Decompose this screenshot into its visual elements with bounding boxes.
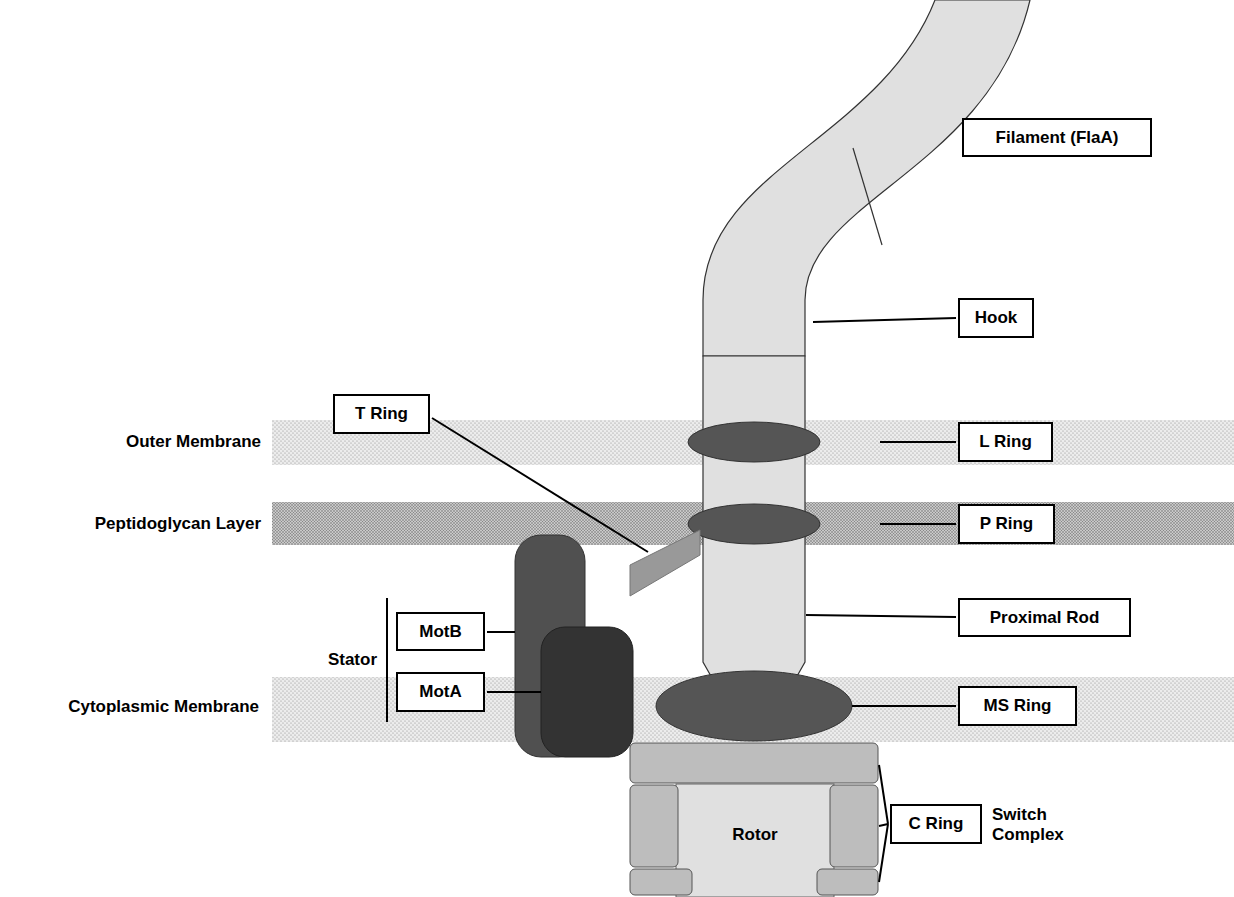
part-name: Proximal Rod [990,608,1100,628]
leader-line [806,615,956,617]
leader-line [487,631,515,633]
leader-line [880,441,956,443]
group-label: Stator [328,650,377,670]
part-name: MotB [419,622,461,642]
leader-line [879,765,888,824]
part-name: T Ring [355,404,408,424]
mota-protein [541,627,633,757]
part-label-box: P Ring [958,504,1055,544]
part-label-box: Filament (FlaA) [962,118,1152,157]
group-label: Switch Complex [992,805,1072,845]
c-ring-bottom-left [630,869,692,895]
hook-filament-junction [853,148,882,245]
t-ring [630,530,700,596]
leader-line [487,691,541,693]
ms-ring [656,671,852,741]
leader-line [879,824,888,826]
part-name: Rotor [732,825,777,845]
c-ring-top [630,743,878,783]
leader-line [813,318,956,322]
layer-label: Peptidoglycan Layer [95,514,261,534]
part-name: MotA [419,682,461,702]
rotor-core [676,784,834,897]
part-name: MS Ring [984,696,1052,716]
part-name: P Ring [980,514,1034,534]
part-label-box: MS Ring [958,686,1077,726]
c-ring-left [630,785,678,867]
part-label-box: MotA [396,672,485,712]
part-label-box: T Ring [333,394,430,434]
stator-bracket [386,598,388,722]
peptidoglycan-layer [272,502,1234,545]
part-label-box: C Ring [890,804,982,844]
part-name: Hook [975,308,1018,328]
part-name: L Ring [979,432,1032,452]
leader-line [852,705,956,707]
part-label-box: L Ring [958,422,1053,462]
leader-line [432,418,648,552]
p-ring [688,504,820,544]
l-ring [688,422,820,462]
part-name: Filament (FlaA) [996,128,1119,148]
c-ring-bottom-right [817,869,878,895]
layer-label: Cytoplasmic Membrane [68,697,259,717]
layer-label: Outer Membrane [126,432,261,452]
leader-line [879,824,888,882]
part-label-box: Hook [958,298,1034,338]
part-label-box: Proximal Rod [958,598,1131,637]
leader-line [880,523,956,525]
rotor-label: Rotor [700,815,810,855]
part-label-box: MotB [396,612,485,651]
c-ring-right [830,785,878,867]
part-name: C Ring [909,814,964,834]
